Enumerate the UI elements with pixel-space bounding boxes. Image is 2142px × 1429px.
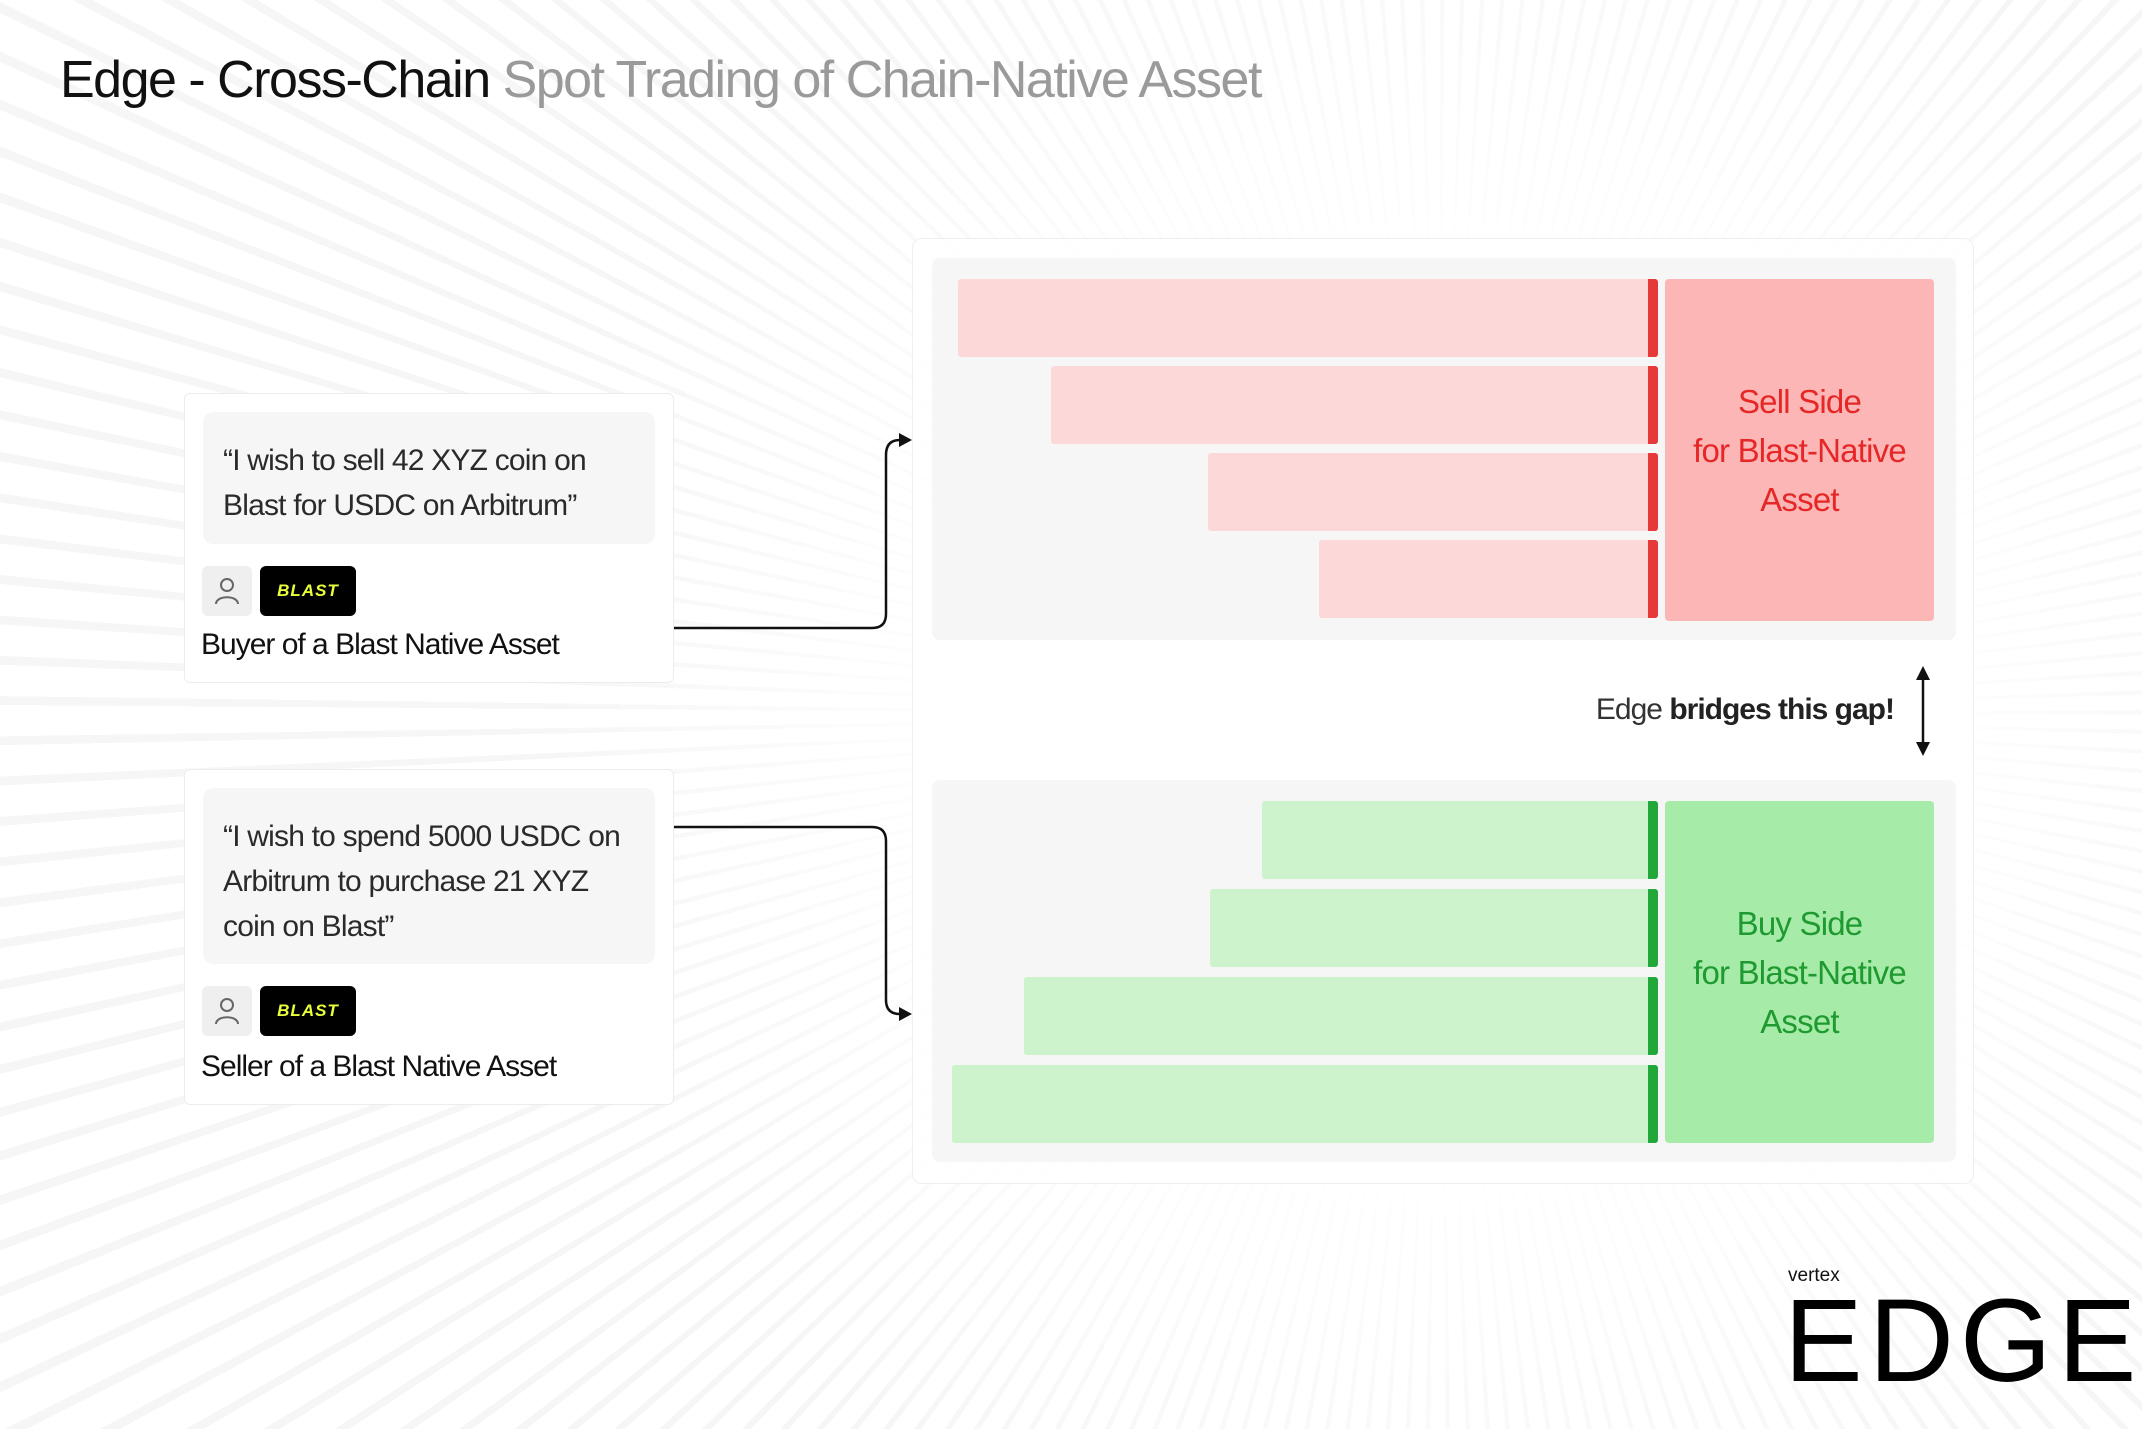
gap-bold: bridges this gap! bbox=[1669, 693, 1895, 726]
sell-side-line: for Blast-Native bbox=[1693, 431, 1907, 469]
seller-badges: BLAST bbox=[202, 986, 356, 1036]
gap-annotation: Edge bridges this gap! bbox=[1595, 693, 1895, 727]
buy-order-bar bbox=[952, 1065, 1658, 1143]
arrow-head-icon bbox=[899, 1007, 912, 1021]
title-strong: Edge - Cross-Chain bbox=[60, 51, 491, 109]
seller-role: Seller of a Blast Native Asset bbox=[201, 1050, 557, 1083]
sell-order-bar bbox=[1051, 366, 1658, 444]
sell-side-line: Asset bbox=[1760, 480, 1839, 518]
buyer-role: Buyer of a Blast Native Asset bbox=[201, 628, 560, 661]
blast-logo-badge: BLAST bbox=[260, 986, 356, 1036]
buyer-connector-arrow bbox=[674, 438, 908, 630]
sell-order-bar bbox=[1319, 540, 1658, 618]
buy-order-bar bbox=[1024, 977, 1658, 1055]
seller-quote: “I wish to spend 5000 USDC on Arbitrum t… bbox=[203, 788, 655, 964]
edge-logo: EDGE bbox=[1784, 1275, 2142, 1407]
gap-prefix: Edge bbox=[1595, 693, 1663, 726]
sell-side-label: Sell Side for Blast-Native Asset bbox=[1665, 279, 1934, 621]
user-icon bbox=[202, 566, 252, 616]
double-arrow-icon bbox=[1916, 666, 1930, 756]
page-title: Edge - Cross-Chain Spot Trading of Chain… bbox=[60, 50, 1263, 110]
arrow-head-icon bbox=[899, 433, 912, 447]
buy-order-bar bbox=[1210, 889, 1658, 967]
seller-card: “I wish to spend 5000 USDC on Arbitrum t… bbox=[184, 769, 674, 1105]
buy-side-line: for Blast-Native bbox=[1693, 953, 1907, 991]
sell-order-bar bbox=[958, 279, 1658, 357]
buyer-card: “I wish to sell 42 XYZ coin on Blast for… bbox=[184, 393, 674, 683]
blast-logo-badge: BLAST bbox=[260, 566, 356, 616]
sell-side-line: Sell Side bbox=[1737, 382, 1862, 420]
vertex-wordmark: vertex bbox=[1788, 1265, 1840, 1286]
user-icon bbox=[202, 986, 252, 1036]
seller-connector-arrow bbox=[674, 825, 908, 1016]
buy-side-line: Buy Side bbox=[1736, 904, 1863, 942]
buyer-badges: BLAST bbox=[202, 566, 356, 616]
buyer-quote: “I wish to sell 42 XYZ coin on Blast for… bbox=[203, 412, 655, 544]
sell-order-bar bbox=[1208, 453, 1658, 531]
buy-side-label: Buy Side for Blast-Native Asset bbox=[1665, 801, 1934, 1143]
title-light: Spot Trading of Chain-Native Asset bbox=[502, 51, 1263, 109]
buy-order-bar bbox=[1262, 801, 1658, 879]
buy-side-line: Asset bbox=[1760, 1002, 1839, 1040]
